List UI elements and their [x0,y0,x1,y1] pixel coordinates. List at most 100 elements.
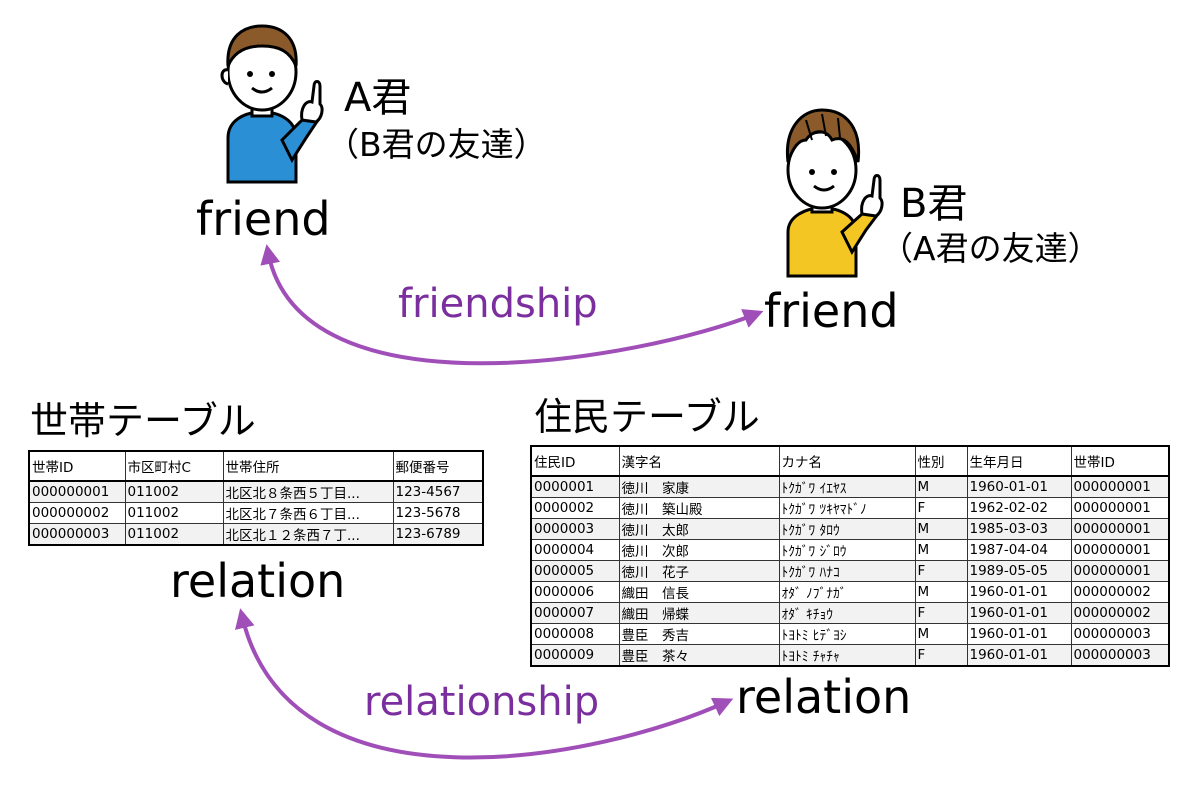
table-cell: 徳川 築山殿 [618,497,780,519]
table-cell: 011002 [124,480,224,503]
column-header: カナ名 [778,445,916,477]
table-cell: ﾄﾖﾄﾐ ﾋﾃﾞﾖｼ [778,623,916,645]
table-cell: 000000001 [1070,560,1170,582]
person-a-icon [220,24,324,184]
table-cell: ｵﾀﾞ ﾉﾌﾞﾅｶﾞ [778,581,916,603]
table-cell: 0000001 [530,475,620,498]
right-table-role: relation [736,670,912,724]
person-b-icon [785,108,884,278]
table-cell: ｵﾀﾞ ｷﾁｮｳ [778,602,916,624]
left-table-title: 世帯テーブル [30,399,256,443]
person-b-name: B君 [900,181,968,227]
table-cell: 000000003 [1070,623,1170,645]
table-cell: ﾄｸｶﾞﾜ ﾊﾅｺ [778,560,916,582]
column-header: 性別 [914,445,968,477]
table-cell: 000000001 [1070,497,1170,519]
table-cell: 000000001 [1070,518,1170,540]
table-cell: 0000003 [530,518,620,540]
table-cell: 000000003 [28,523,126,546]
table-cell: 0000007 [530,602,620,624]
table-cell: 1987-04-04 [966,539,1072,561]
column-header: 世帯住所 [222,450,394,482]
right-table-title: 住民テーブル [534,395,760,439]
column-header: 世帯ID [28,450,126,482]
table-cell: 豊臣 秀吉 [618,623,780,645]
relationship-arrow [235,608,734,760]
table-cell: ﾄﾖﾄﾐ ﾁｬﾁｬ [778,644,916,667]
table-cell: 徳川 家康 [618,475,780,498]
table-cell: M [914,581,968,603]
column-header: 住民ID [530,445,620,477]
friendship-label: friendship [398,281,598,327]
friendship-arrow [260,244,764,366]
table-cell: 1960-01-01 [966,644,1072,667]
table-cell: 000000002 [1070,581,1170,603]
table-cell: 0000005 [530,560,620,582]
table-cell: 1960-01-01 [966,581,1072,603]
table-cell: 豊臣 茶々 [618,644,780,667]
table-cell: M [914,518,968,540]
table-cell: 1989-05-05 [966,560,1072,582]
table-cell: 0000004 [530,539,620,561]
table-cell: M [914,475,968,498]
table-cell: 000000001 [1070,539,1170,561]
table-cell: 北区北８条西５丁目... [222,480,394,503]
column-header: 漢字名 [618,445,780,477]
column-header: 郵便番号 [392,450,484,482]
person-b-role: friend [764,284,899,338]
table-cell: 1985-03-03 [966,518,1072,540]
table-cell: 1960-01-01 [966,475,1072,498]
table-cell: 123-5678 [392,502,484,524]
table-cell: 0000009 [530,644,620,667]
column-header: 市区町村C [124,450,224,482]
table-cell: M [914,539,968,561]
table-cell: 000000002 [1070,602,1170,624]
table-cell: F [914,560,968,582]
column-header: 世帯ID [1070,445,1170,477]
column-header: 生年月日 [966,445,1072,477]
relationship-label: relationship [364,679,600,725]
table-cell: 011002 [124,502,224,524]
table-cell: ﾄｸｶﾞﾜ ｲｴﾔｽ [778,475,916,498]
person-a-role: friend [196,192,331,246]
table-cell: 徳川 花子 [618,560,780,582]
table-cell: 000000001 [1070,475,1170,498]
table-cell: 0000002 [530,497,620,519]
table-cell: 織田 帰蝶 [618,602,780,624]
table-cell: 000000001 [28,480,126,503]
table-cell: 000000002 [28,502,126,524]
table-cell: 徳川 次郎 [618,539,780,561]
table-cell: 北区北７条西６丁目... [222,502,394,524]
table-cell: F [914,644,968,667]
table-cell: 0000006 [530,581,620,603]
person-b-desc: （A君の友達） [880,229,1101,268]
table-cell: 徳川 太郎 [618,518,780,540]
table-cell: 北区北１２条西７丁... [222,523,394,546]
table-cell: F [914,497,968,519]
left-table-role: relation [170,554,346,608]
table-cell: 123-6789 [392,523,484,546]
table-cell: ﾄｸｶﾞﾜ ﾂｷﾔﾏﾄﾞﾉ [778,497,916,519]
table-cell: 1962-02-02 [966,497,1072,519]
person-a-name: A君 [344,75,412,121]
table-cell: 011002 [124,523,224,546]
table-cell: 000000003 [1070,644,1170,667]
table-cell: ﾄｸｶﾞﾜ ﾀﾛｳ [778,518,916,540]
table-cell: F [914,602,968,624]
table-cell: M [914,623,968,645]
table-cell: 織田 信長 [618,581,780,603]
